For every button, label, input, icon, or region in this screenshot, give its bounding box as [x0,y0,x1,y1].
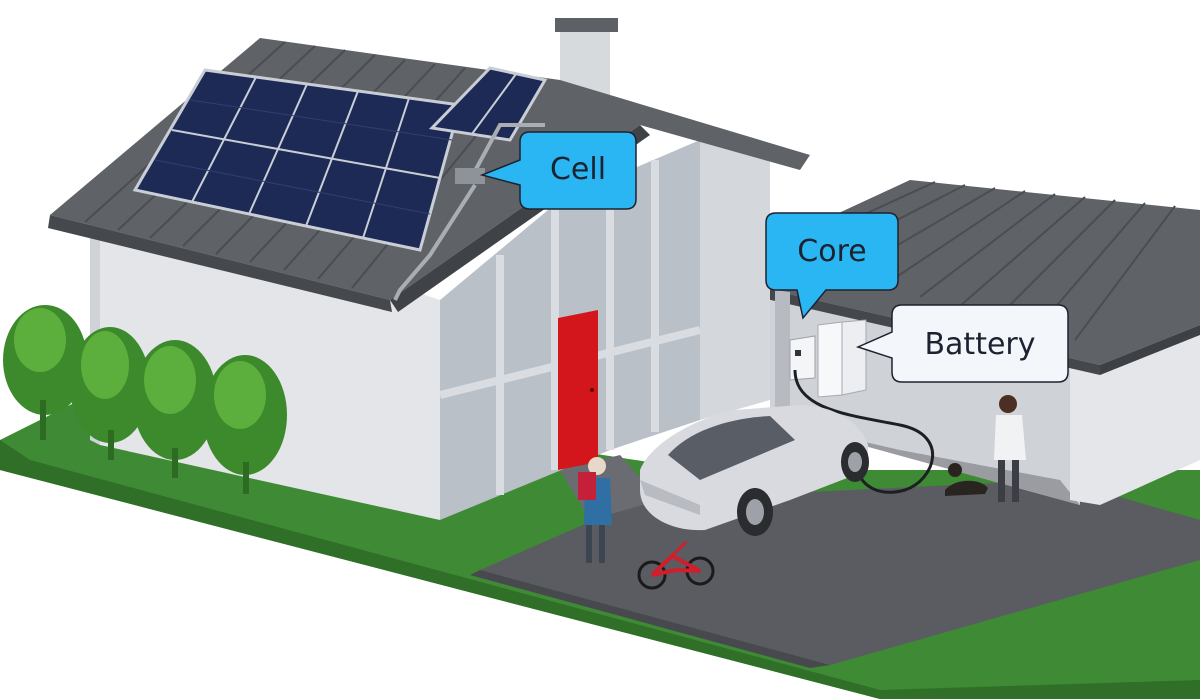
callout-cell-label: Cell [550,152,606,187]
callout-cell: Cell [479,131,637,210]
solar-array [132,66,548,301]
person-standing [994,395,1026,502]
person-with-child [578,457,612,563]
electric-car [640,405,869,536]
callout-battery-label: Battery [924,327,1035,362]
chimney [560,30,610,100]
shrubs [3,305,287,494]
callout-core: Core [765,212,899,320]
callout-battery: Battery [855,304,1069,383]
driveway [470,480,1200,668]
core-inverter [789,335,816,381]
dog [945,463,988,496]
battery-units [817,319,867,398]
charging-cable [793,369,934,494]
front-door [558,310,598,470]
callout-core-label: Core [797,234,866,269]
bicycle [637,540,715,590]
